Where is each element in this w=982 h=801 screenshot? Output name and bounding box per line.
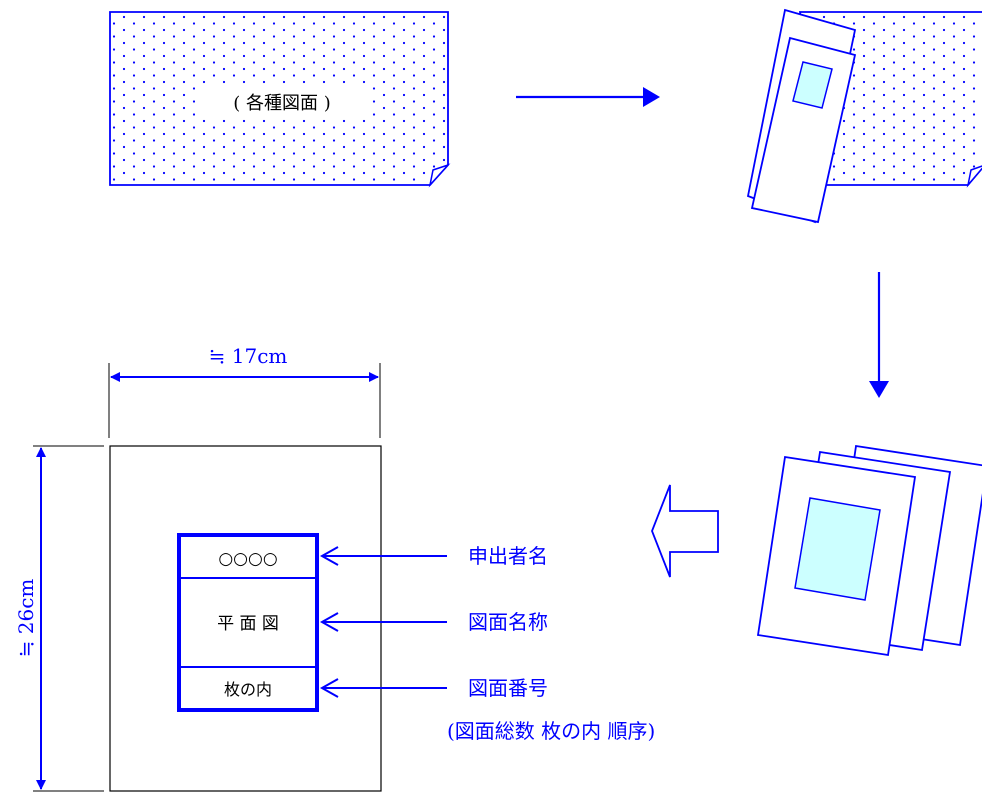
height-dimension-label: ≒ 26cm (14, 579, 38, 658)
callout-applicant-label: 申出者名 (468, 544, 548, 568)
drawing-label: ( 各種図面 ) (233, 93, 331, 114)
unfolded-drawing-sheet: ( 各種図面 ) (110, 12, 448, 185)
callout-sheet-number-label: 図面番号 (468, 676, 548, 700)
width-dimension: ≒ 17cm (109, 344, 380, 438)
drawing-name-cell: 平 面 図 (217, 614, 279, 634)
folded-sheet-stack (758, 446, 982, 655)
arrow-down (869, 272, 889, 398)
callout-drawing-name-label: 図面名称 (468, 610, 548, 634)
arrow-right (516, 87, 660, 107)
folding-in-progress-sheet (748, 10, 982, 222)
stack-title-window (795, 498, 880, 600)
sheet-number-cell: 枚の内 (224, 680, 272, 699)
final-folded-sheet: ≒ 17cm ≒ 26cm ○○○○ 平 面 図 枚の内 (14, 344, 381, 791)
hollow-arrow-left (652, 485, 718, 577)
height-dimension: ≒ 26cm (14, 446, 104, 791)
title-block: ○○○○ 平 面 図 枚の内 (179, 535, 317, 710)
callout-sheet-number-note: (図面総数 枚の内 順序) (447, 719, 655, 743)
applicant-cell: ○○○○ (218, 549, 277, 569)
width-dimension-label: ≒ 17cm (209, 344, 288, 368)
